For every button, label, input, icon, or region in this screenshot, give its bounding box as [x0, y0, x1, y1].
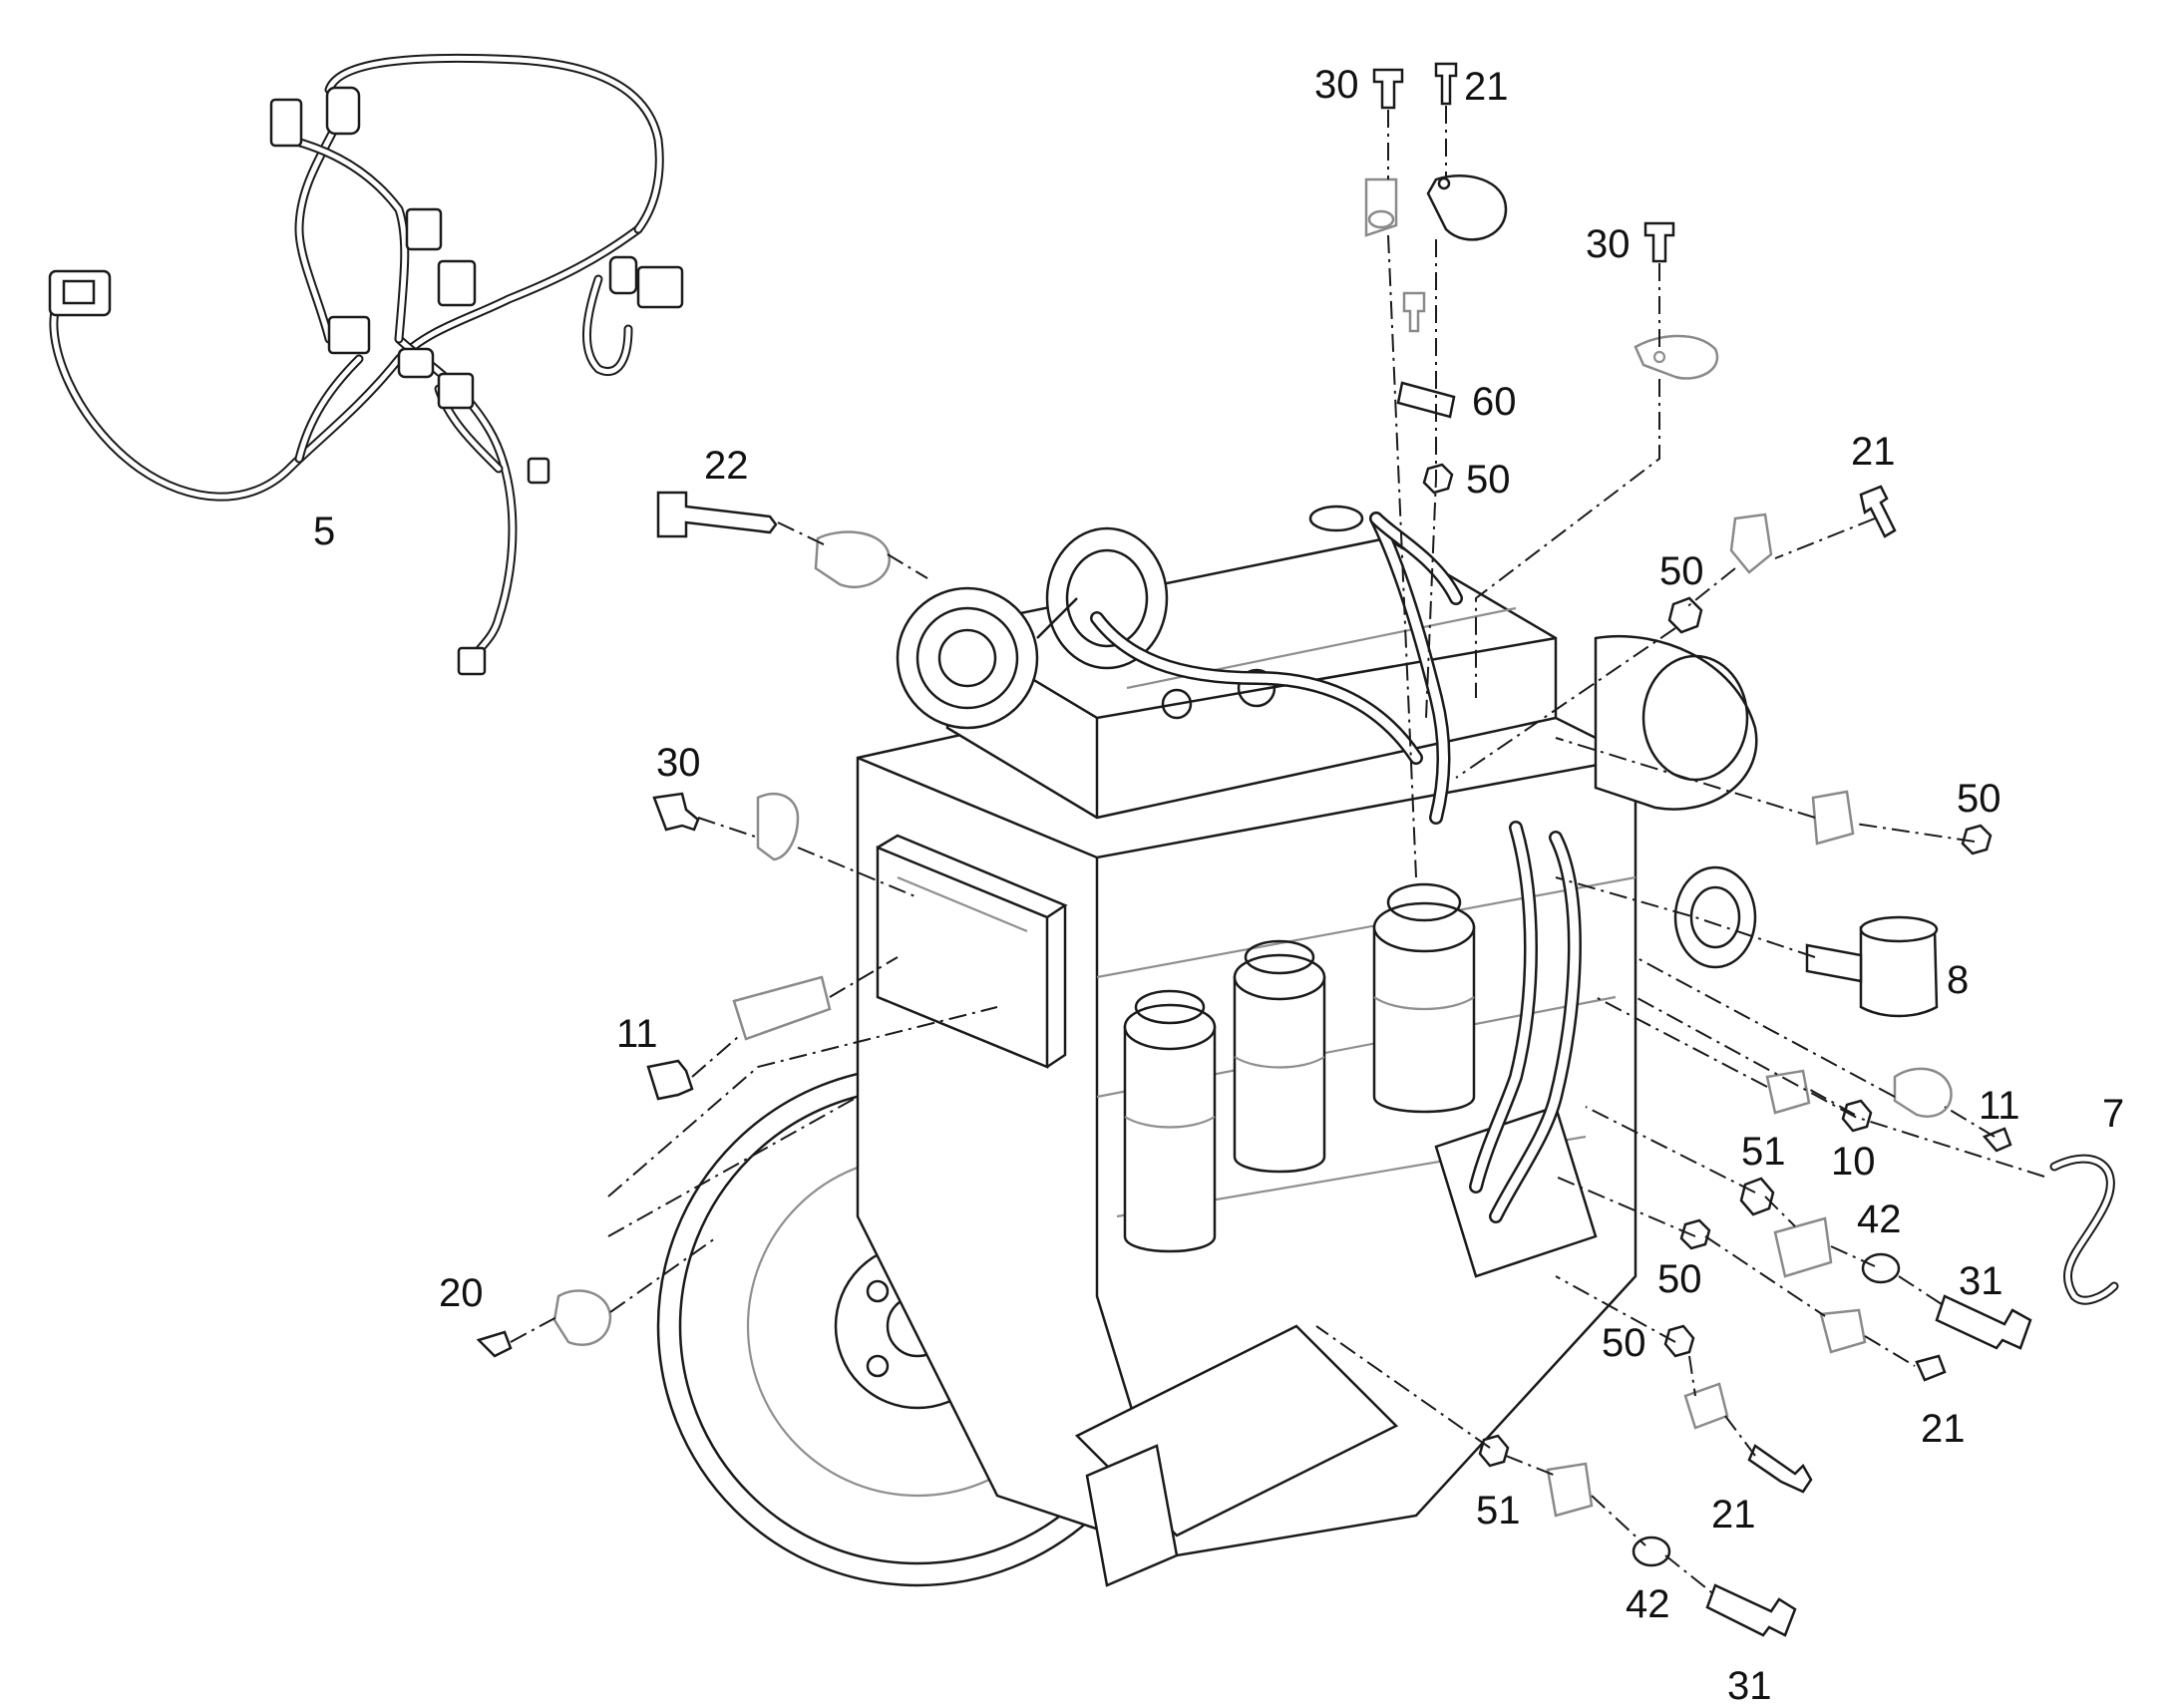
- fuel-filter-2: [1233, 939, 1326, 1174]
- callout-51-upper: 51: [1741, 1130, 1786, 1174]
- callout-labels: 5 22 30 21 30 60 50 21 50 30 50 8 11 7 1…: [313, 63, 2124, 1708]
- callout-11-right: 11: [1979, 1084, 2020, 1128]
- callout-51-lower: 51: [1476, 1489, 1521, 1533]
- fuel-filter-1: [1123, 989, 1217, 1253]
- wiring-harness: [48, 53, 684, 676]
- callout-5: 5: [313, 510, 335, 553]
- callout-50-far-right: 50: [1957, 777, 2001, 821]
- callout-31-lower: 31: [1727, 1664, 1772, 1708]
- callout-20: 20: [439, 1271, 484, 1315]
- fuel-filter-3: [1372, 882, 1476, 1114]
- callout-50-bottom: 50: [1602, 1321, 1646, 1365]
- callout-50-top: 50: [1466, 458, 1511, 502]
- callout-50-lower: 50: [1657, 1257, 1702, 1301]
- callout-30-mid: 30: [1586, 222, 1631, 266]
- callout-42-lower: 42: [1626, 1582, 1670, 1626]
- callout-21-lower-right: 21: [1921, 1407, 1966, 1451]
- callout-50-right-upper: 50: [1659, 549, 1704, 593]
- callout-60: 60: [1472, 380, 1517, 424]
- callout-7: 7: [2102, 1092, 2124, 1136]
- callout-30-top: 30: [1314, 63, 1359, 107]
- callout-22: 22: [704, 444, 749, 488]
- callout-30-left: 30: [656, 741, 701, 785]
- callout-31-upper: 31: [1959, 1259, 2003, 1303]
- callout-10: 10: [1831, 1140, 1876, 1184]
- callout-21-top: 21: [1464, 65, 1509, 109]
- callout-21-right: 21: [1851, 430, 1896, 474]
- callout-11-left: 11: [616, 1012, 658, 1056]
- callout-8: 8: [1947, 958, 1969, 1002]
- engine-assembly: [656, 505, 1758, 1587]
- callout-42-upper: 42: [1857, 1197, 1902, 1241]
- callout-21-bottom: 21: [1711, 1493, 1756, 1537]
- loose-parts: [476, 62, 2119, 1637]
- leader-lines: [510, 106, 2045, 1596]
